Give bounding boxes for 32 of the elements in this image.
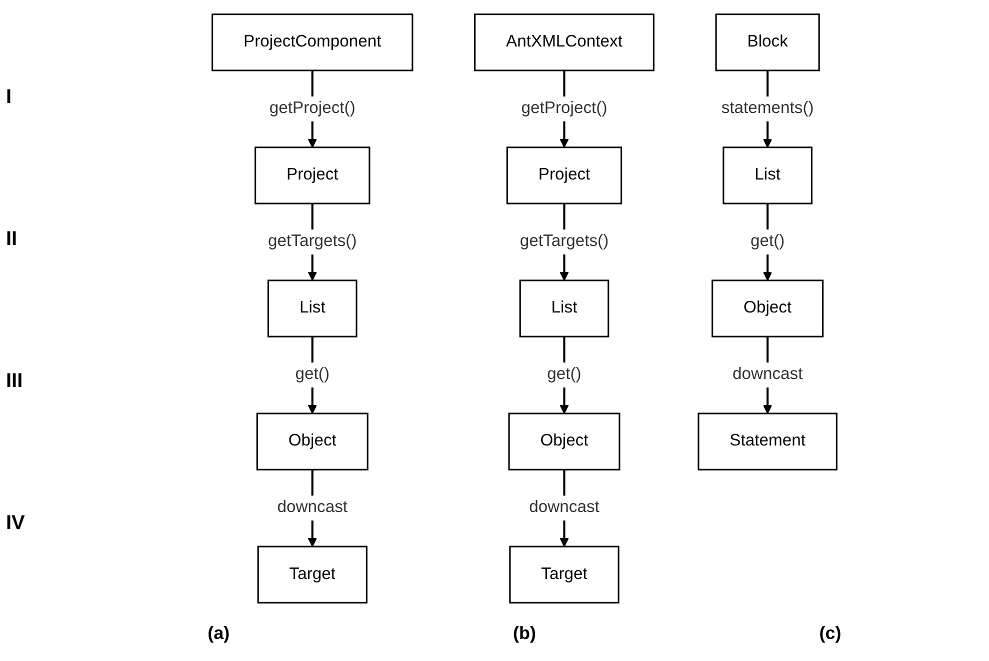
node-box: List <box>267 280 358 338</box>
edge-label: getTargets() <box>268 232 357 250</box>
level-label: IV <box>6 512 26 536</box>
node-box: List <box>722 146 812 204</box>
edge-label: getTargets() <box>520 232 609 250</box>
node-box: ProjectComponent <box>212 14 414 72</box>
edge-label: statements() <box>721 100 814 118</box>
node-box: Object <box>508 412 620 470</box>
node-box: AntXMLContext <box>474 14 654 72</box>
node-box: Target <box>257 546 368 604</box>
node-box: List <box>519 280 610 338</box>
node-box: Project <box>506 146 622 204</box>
panel-label: (a) <box>208 622 230 644</box>
edge-label: get() <box>750 232 785 250</box>
panel-label: (c) <box>819 622 842 644</box>
edge-label: getProject() <box>521 100 608 118</box>
edge-label: downcast <box>277 498 348 516</box>
level-label: III <box>6 370 24 394</box>
node-box: Statement <box>698 412 838 470</box>
edge-label: get() <box>295 366 330 384</box>
node-box: Target <box>509 546 620 604</box>
level-label: II <box>6 228 18 251</box>
node-box: Object <box>256 412 368 470</box>
panel-label: (b) <box>512 622 536 644</box>
level-label: I <box>6 86 13 109</box>
edge-label: downcast <box>732 366 803 384</box>
node-box: Project <box>254 146 370 204</box>
edge-label: get() <box>547 366 582 384</box>
node-box: Object <box>712 280 824 338</box>
edge-label: downcast <box>529 498 600 516</box>
edge-label: getProject() <box>269 100 356 118</box>
node-box: Block <box>715 14 820 72</box>
